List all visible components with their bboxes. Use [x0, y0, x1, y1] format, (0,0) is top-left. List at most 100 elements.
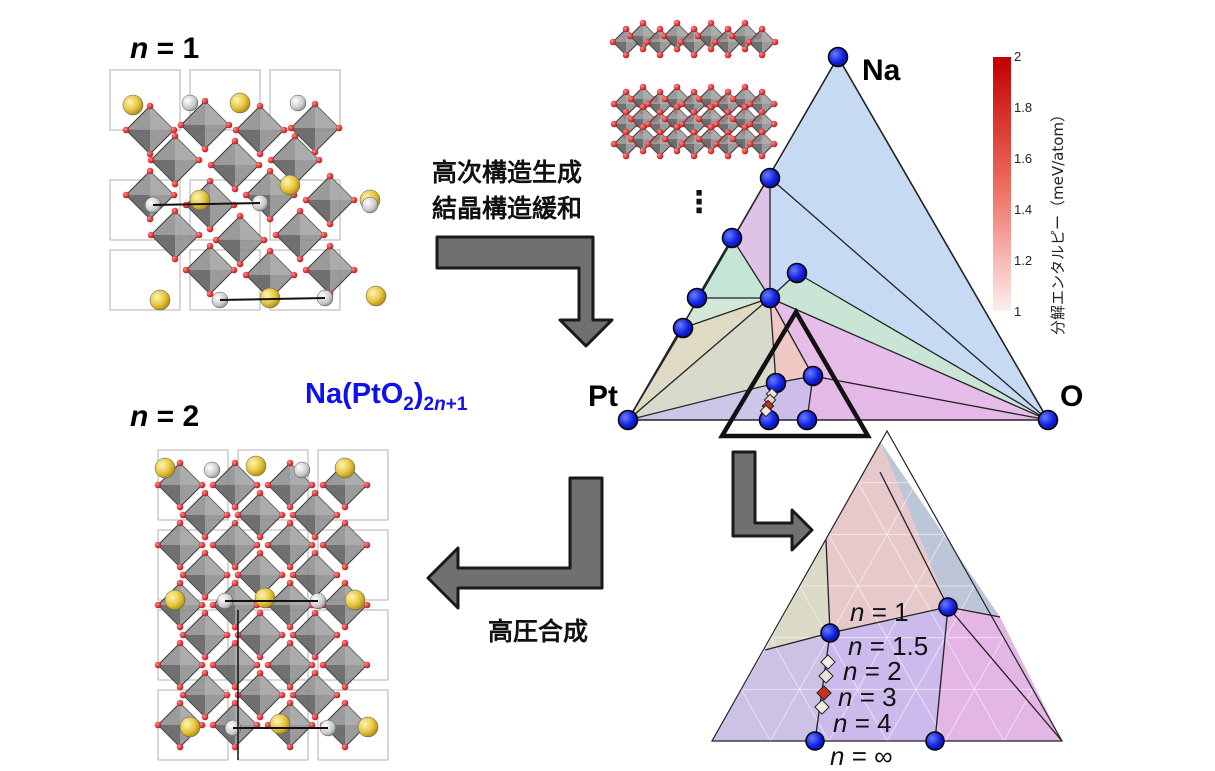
grid-line — [857, 482, 1005, 742]
oxygen-atom — [341, 563, 349, 571]
oxygen-atom — [311, 533, 319, 541]
grid-line — [886, 585, 975, 742]
oxygen-atom — [610, 120, 618, 128]
oxygen-atom — [206, 177, 214, 185]
process-step-high-pressure-synthesis: 高圧合成 — [488, 617, 588, 646]
zoom-region-pink — [935, 607, 1062, 741]
sodium-atom — [154, 457, 176, 479]
oxygen-atom — [660, 32, 668, 40]
oxygen-atom — [627, 95, 635, 103]
oxygen-atom — [231, 137, 239, 145]
oxygen-atom — [176, 743, 184, 751]
oxygen-atom — [179, 631, 187, 639]
oxygen-atom — [231, 699, 239, 707]
octahedron-face — [315, 613, 337, 635]
octahedron-face — [315, 673, 337, 695]
oxygen-atom — [350, 196, 358, 204]
octahedron-face — [158, 545, 180, 567]
oxygen-atom — [256, 102, 264, 110]
oxygen-atom — [320, 231, 328, 239]
oxygen-atom — [341, 503, 349, 511]
oxygen-atom — [296, 207, 304, 215]
oxygen-atom — [286, 623, 294, 631]
oxygen-atom — [622, 51, 630, 59]
octahedron-face — [330, 176, 354, 200]
oxygen-atom — [231, 623, 239, 631]
platinum-atom — [203, 461, 221, 479]
oxygen-atom — [770, 120, 778, 128]
octahedron-face — [236, 130, 260, 154]
octahedron-face — [260, 613, 282, 635]
oxygen-atom — [198, 541, 206, 549]
oxygen-atom — [231, 503, 239, 511]
region-upper-left — [732, 178, 770, 298]
oxygen-atom — [264, 541, 272, 549]
zoom-label-n2: n = 2 — [843, 656, 902, 686]
region-rose — [770, 298, 813, 383]
oxygen-atom — [206, 290, 214, 298]
oxygen-atom — [198, 601, 206, 609]
oxygen-atom — [770, 140, 778, 148]
octahedron-face — [151, 235, 175, 259]
octahedron-face — [315, 104, 339, 128]
octahedron-face — [210, 246, 234, 270]
oxygen-atom — [256, 533, 264, 541]
oxygen-atom — [656, 108, 664, 116]
crystal-structure-n2 — [154, 449, 389, 761]
oxygen-atom — [253, 721, 261, 729]
octahedron-face — [745, 107, 757, 119]
oxygen-atom — [644, 140, 652, 148]
oxygen-atom — [272, 231, 280, 239]
oxygen-atom — [201, 653, 209, 661]
octahedron-face — [699, 139, 711, 151]
oxygen-atom — [206, 242, 214, 250]
oxygen-atom — [363, 601, 371, 609]
oxygen-atom — [622, 152, 630, 160]
oxygen-atom — [326, 172, 334, 180]
zoom-hull-points — [805, 597, 958, 751]
oxygen-atom — [758, 51, 766, 59]
oxygen-atom — [319, 661, 327, 669]
oxygen-atom — [253, 481, 261, 489]
oxygen-atom — [729, 95, 737, 103]
oxygen-atom — [146, 150, 154, 158]
oxygen-atom — [206, 225, 214, 233]
oxygen-atom — [176, 563, 184, 571]
oxygen-atom — [176, 699, 184, 707]
oxygen-atom — [335, 124, 343, 132]
oxygen-atom — [724, 88, 732, 96]
sodium-atom — [344, 589, 366, 611]
octahedron-face — [293, 635, 315, 657]
general-formula: Na(PtO2)2n+1 — [305, 378, 468, 415]
oxygen-atom — [201, 97, 209, 105]
oxygen-atom — [639, 103, 647, 111]
oxygen-atom — [171, 207, 179, 215]
sodium-atom — [254, 587, 276, 609]
octahedron-face — [323, 605, 345, 627]
octahedron-face — [150, 106, 174, 130]
oxygen-atom — [147, 231, 155, 239]
octahedron-face — [330, 246, 354, 270]
oxygen-atom — [724, 25, 732, 33]
zoom-region-marker — [718, 307, 872, 439]
oxygen-atom — [286, 563, 294, 571]
arrow-to-synthesis — [426, 476, 604, 610]
oxygen-atom — [236, 260, 244, 268]
platinum-atom — [293, 461, 311, 479]
oxygen-atom — [728, 32, 736, 40]
oxygen-atom — [627, 135, 635, 143]
oxygen-atom — [201, 669, 209, 677]
octahedron-face — [711, 107, 723, 119]
octahedron-face — [715, 42, 728, 55]
oxygen-atom — [729, 115, 737, 123]
oxygen-atom — [122, 191, 130, 199]
oxygen-atom — [694, 32, 702, 40]
octahedron-face — [345, 523, 367, 545]
cell-edge — [219, 297, 326, 301]
octahedron-face — [613, 42, 626, 55]
region-olive-lower — [628, 298, 776, 420]
oxygen-atom — [690, 108, 698, 116]
oxygen-atom — [319, 481, 327, 489]
oxygen-atom — [308, 661, 316, 669]
